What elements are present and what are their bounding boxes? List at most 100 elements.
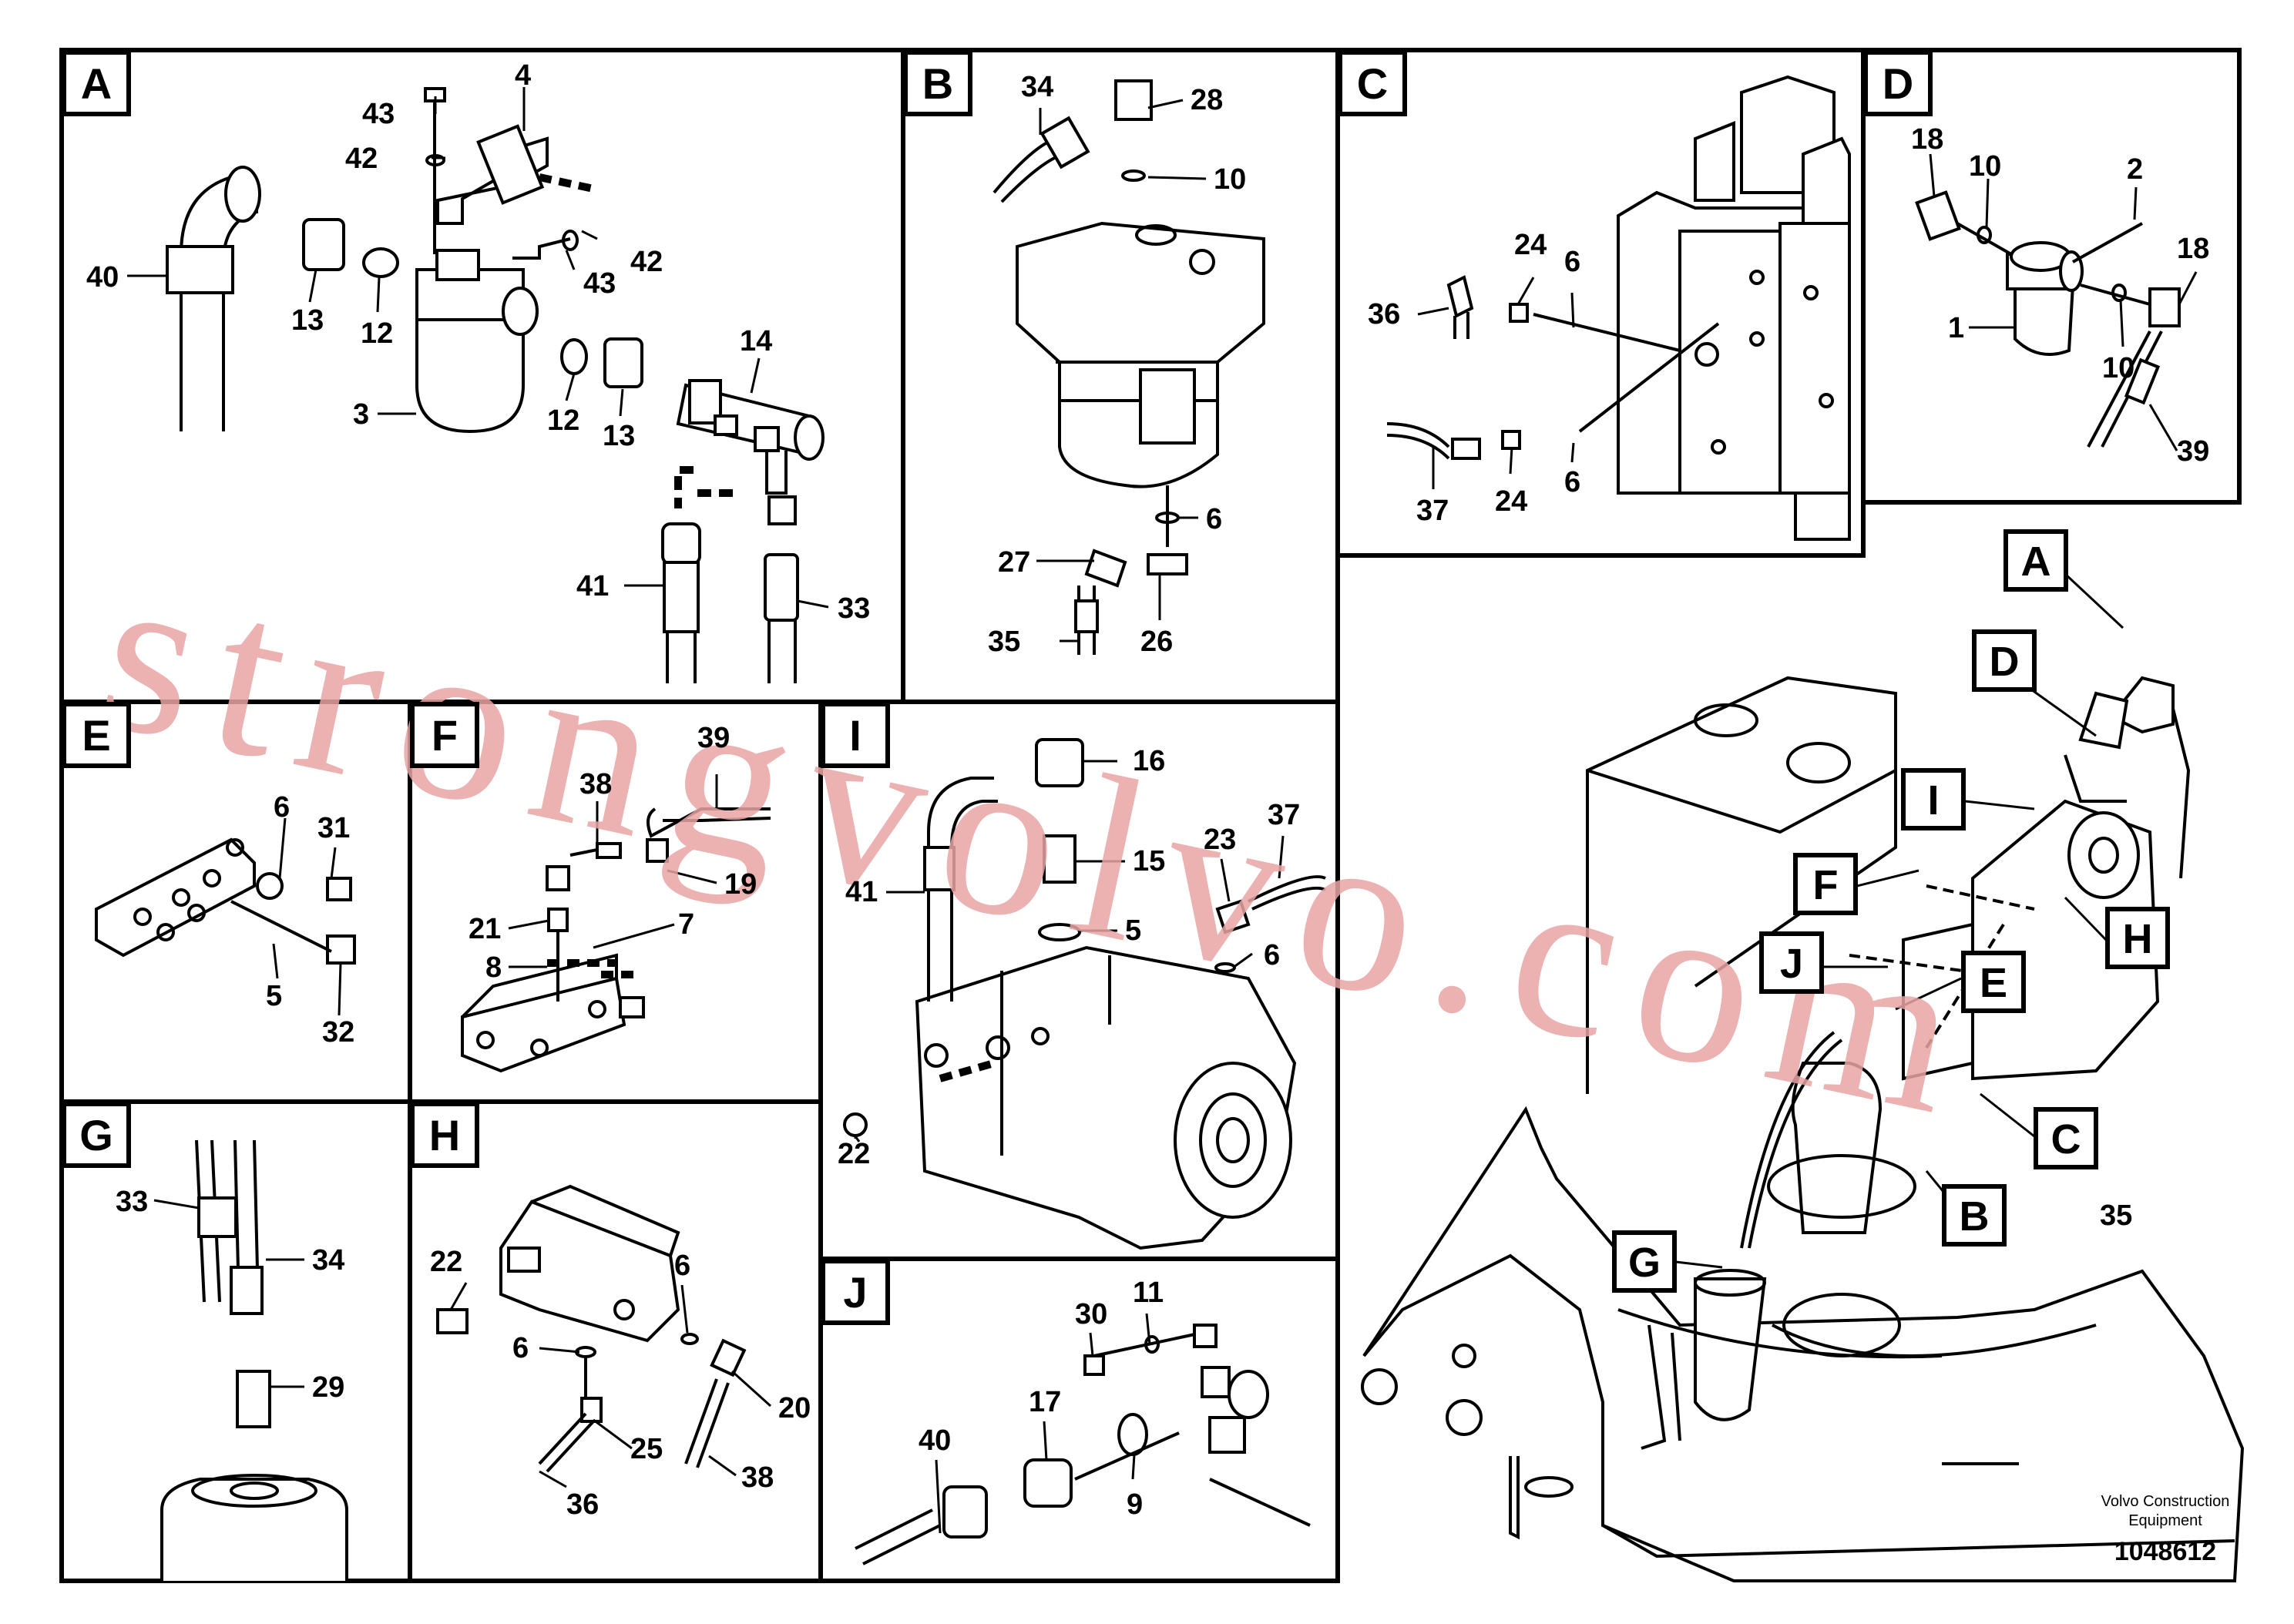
callout: 24 xyxy=(1514,229,1547,261)
panel-frames xyxy=(59,48,2242,1583)
callout: 5 xyxy=(1125,914,1141,947)
panel-h-letter: H xyxy=(410,1102,479,1168)
callout: 10 xyxy=(1969,150,2001,183)
callout: 6 xyxy=(1564,246,1580,278)
panel-f-letter: F xyxy=(410,702,479,768)
svg-text:G: G xyxy=(79,1111,113,1159)
callout: 6 xyxy=(674,1250,690,1282)
svg-text:F: F xyxy=(1813,862,1839,908)
callout: 11 xyxy=(1133,1277,1164,1309)
panel-f-artwork xyxy=(461,807,771,1073)
callout: 22 xyxy=(838,1138,870,1170)
panel-g-artwork xyxy=(160,1139,348,1581)
footer-brand: Volvo Construction Equipment 1048612 xyxy=(2101,1493,2230,1566)
callout: 41 xyxy=(576,570,609,602)
callout: 22 xyxy=(430,1246,462,1278)
panel-d-letter: D xyxy=(1863,50,1933,116)
callout: 35 xyxy=(988,626,1020,658)
overview-tag-e: E xyxy=(1961,951,2026,1013)
callout: 17 xyxy=(1029,1386,1061,1418)
callout: 20 xyxy=(778,1392,811,1424)
callout: 16 xyxy=(1133,745,1165,777)
callout: 6 xyxy=(274,791,290,824)
panel-d-artwork xyxy=(1915,190,2181,448)
svg-text:I: I xyxy=(1927,777,1939,824)
svg-text:E: E xyxy=(1980,960,2007,1006)
panel-j-artwork xyxy=(855,1324,1311,1565)
overview-tag-b: B xyxy=(1942,1184,2007,1247)
callout: 26 xyxy=(1140,626,1173,658)
panel-a-letter: A xyxy=(62,50,131,116)
callout: 40 xyxy=(919,1424,951,1457)
leader-lines xyxy=(127,87,2198,1534)
callout: 21 xyxy=(469,913,501,945)
callout: 6 xyxy=(1264,939,1280,971)
overview-tag-c: C xyxy=(2034,1107,2098,1169)
svg-text:H: H xyxy=(429,1111,460,1159)
overview-tag-d: D xyxy=(1972,629,2037,692)
svg-text:B: B xyxy=(922,59,953,108)
callout: 9 xyxy=(1127,1488,1143,1521)
svg-text:F: F xyxy=(432,711,458,760)
panel-i-letter: I xyxy=(821,702,890,768)
callout: 42 xyxy=(630,246,663,278)
panel-c-artwork xyxy=(1386,75,1851,541)
callout: 10 xyxy=(2102,352,2134,384)
callout: 36 xyxy=(1368,298,1400,331)
overview-tag-j: J xyxy=(1759,931,1824,994)
svg-text:A: A xyxy=(81,59,112,108)
svg-text:J: J xyxy=(843,1268,867,1317)
svg-text:H: H xyxy=(2123,916,2153,962)
callout: 38 xyxy=(741,1461,774,1494)
callout: 39 xyxy=(2177,435,2209,468)
callout: 15 xyxy=(1133,845,1165,877)
callout: 34 xyxy=(312,1244,344,1277)
callout: 13 xyxy=(603,420,635,452)
callout: 6 xyxy=(1564,466,1580,498)
callout: 36 xyxy=(566,1488,599,1521)
callout: 23 xyxy=(1204,824,1236,856)
panel-g-letter: G xyxy=(62,1102,131,1168)
callout: 29 xyxy=(312,1371,344,1404)
overview-tag-i: I xyxy=(1901,768,1966,830)
callout: 13 xyxy=(291,304,324,337)
callout: 12 xyxy=(547,404,579,437)
callout: 19 xyxy=(724,868,757,901)
panel-letters: A B C D E F I G xyxy=(62,50,1933,1325)
callout: 14 xyxy=(740,325,772,357)
callout: 7 xyxy=(678,908,694,941)
callout: 2 xyxy=(2127,153,2143,186)
panel-a-artwork xyxy=(166,87,825,683)
callout: 25 xyxy=(630,1433,663,1465)
panel-e-artwork xyxy=(95,837,356,965)
callout: 42 xyxy=(345,143,378,175)
callout: 37 xyxy=(1416,495,1449,527)
brand-line-2: Equipment xyxy=(2128,1512,2202,1529)
callout: 43 xyxy=(583,267,616,300)
callout: 28 xyxy=(1191,84,1223,116)
callout: 37 xyxy=(1268,799,1300,831)
callout: 34 xyxy=(1021,71,1053,103)
overview-tag-g: G xyxy=(1612,1230,1677,1293)
panel-e-letter: E xyxy=(62,702,131,768)
panel-h-artwork xyxy=(436,1184,747,1473)
panel-b-artwork xyxy=(992,79,1265,655)
callout: 4 xyxy=(515,59,531,92)
callout: 6 xyxy=(1206,503,1222,535)
overview-tags: A D I F J E H C xyxy=(1612,529,2170,1293)
callout: 27 xyxy=(998,546,1030,579)
drawing-number: 1048612 xyxy=(2114,1537,2216,1566)
brand-line-1: Volvo Construction xyxy=(2101,1493,2230,1510)
overview-tag-h: H xyxy=(2105,907,2170,969)
panel-i-artwork xyxy=(843,738,1326,1250)
callout: 33 xyxy=(838,592,870,625)
callout: 38 xyxy=(579,768,612,800)
panel-j-letter: J xyxy=(821,1259,890,1325)
svg-text:D: D xyxy=(1990,639,2020,685)
callout: 39 xyxy=(697,722,730,754)
callout: 43 xyxy=(362,98,395,130)
callout: 24 xyxy=(1495,485,1527,518)
svg-text:B: B xyxy=(1960,1193,1990,1240)
